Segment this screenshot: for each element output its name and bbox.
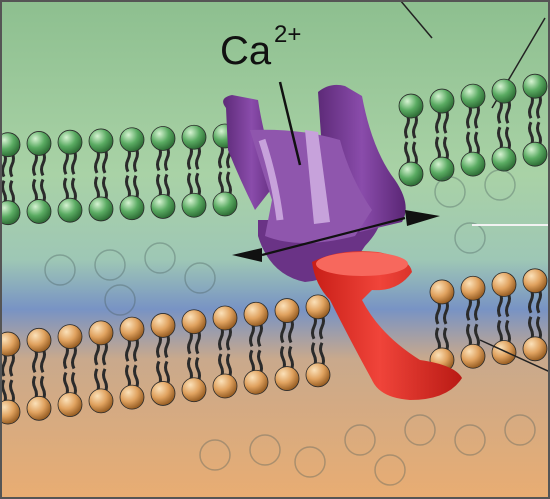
phospholipid-head [182,310,206,334]
phospholipid-head [213,374,237,398]
phospholipid-head [0,201,20,225]
phospholipid-head [58,130,82,154]
phospholipid-head [89,129,113,153]
phospholipid-head [430,89,454,113]
phospholipid-head [461,276,485,300]
phospholipid-head [151,194,175,218]
phospholipid-head [58,198,82,222]
ion-charge: 2+ [274,21,301,48]
phospholipid-head [244,302,268,326]
phospholipid-head [27,396,51,420]
phospholipid-head [461,84,485,108]
phospholipid-head [0,133,20,157]
phospholipid-head [492,273,516,297]
phospholipid-head [120,196,144,220]
phospholipid-head [89,389,113,413]
receptor-top-rim [316,252,408,276]
phospholipid-head [523,337,547,361]
phospholipid-head [89,197,113,221]
phospholipid-head [58,325,82,349]
phospholipid-head [120,317,144,341]
phospholipid-head [244,370,268,394]
phospholipid-head [27,199,51,223]
phospholipid-head [523,142,547,166]
phospholipid-head [492,79,516,103]
phospholipid-head [182,378,206,402]
phospholipid-head [58,393,82,417]
phospholipid-head [306,363,330,387]
phospholipid-head [182,193,206,217]
phospholipid-head [461,152,485,176]
ion-label: Ca [220,29,272,73]
phospholipid-head [523,74,547,98]
phospholipid-head [213,192,237,216]
phospholipid-head [492,147,516,171]
phospholipid-head [275,367,299,391]
phospholipid-head [213,306,237,330]
phospholipid-head [0,400,20,424]
phospholipid-head [430,280,454,304]
phospholipid-head [27,328,51,352]
phospholipid-head [399,162,423,186]
phospholipid-head [0,332,20,356]
phospholipid-head [89,321,113,345]
phospholipid-head [523,269,547,293]
phospholipid-head [120,385,144,409]
phospholipid-head [492,341,516,365]
phospholipid-head [27,131,51,155]
phospholipid-head [306,295,330,319]
phospholipid-head [182,125,206,149]
phospholipid-head [461,344,485,368]
phospholipid-head [151,126,175,150]
phospholipid-head [151,381,175,405]
phospholipid-head [399,94,423,118]
phospholipid-head [151,313,175,337]
phospholipid-head [120,128,144,152]
phospholipid-head [275,299,299,323]
